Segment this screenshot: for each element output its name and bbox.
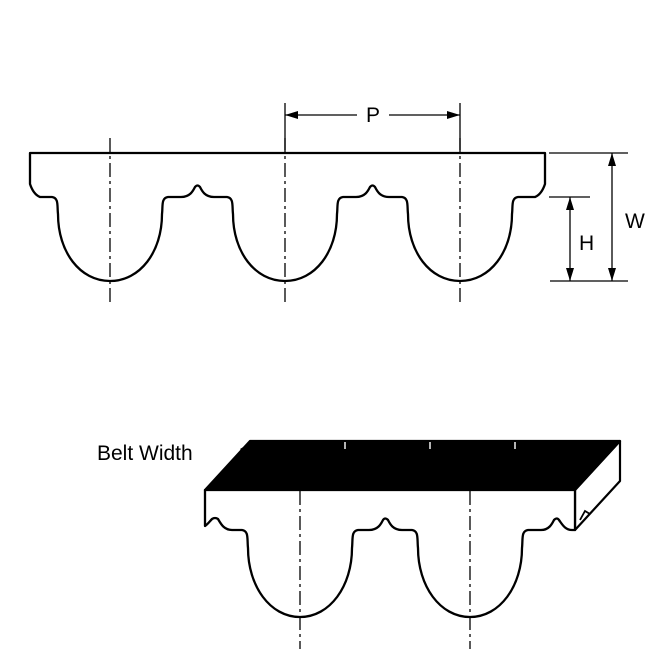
belt-width-arrowhead-lower-icon [214, 476, 224, 487]
width-label: W [625, 210, 645, 233]
height-arrowhead-bottom-icon [566, 268, 574, 281]
height-arrowhead-top-icon [566, 197, 574, 210]
belt-width-arrowhead-upper-icon [240, 443, 250, 454]
end-face-notch [579, 509, 591, 521]
width-arrowhead-bottom-icon [608, 268, 616, 281]
height-label: H [579, 232, 594, 255]
belt-width-dimension-group: Belt Width [97, 442, 251, 488]
belt-front-profile-outline [203, 488, 577, 619]
pitch-label: P [366, 104, 380, 127]
pitch-arrowhead-left-icon [285, 111, 298, 119]
belt-top-surface [203, 439, 622, 492]
top-view-group: P W H [28, 103, 645, 306]
belt-profile-outline [28, 151, 547, 283]
isometric-view-group: Belt Width [97, 439, 622, 649]
pitch-dimension-group: P [284, 103, 461, 150]
height-dimension-group: H [549, 196, 594, 281]
pitch-arrowhead-right-icon [447, 111, 460, 119]
width-dimension-group: W [549, 152, 645, 282]
width-arrowhead-top-icon [608, 153, 616, 166]
belt-width-label: Belt Width [97, 442, 193, 465]
